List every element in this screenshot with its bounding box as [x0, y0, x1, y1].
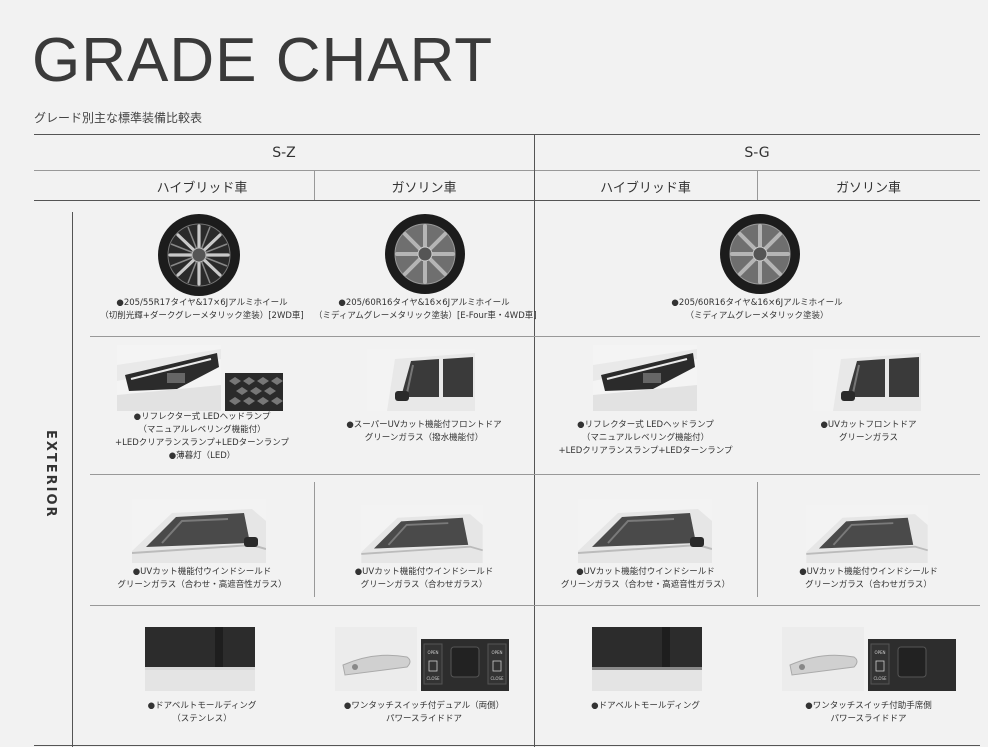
caption-door-sz-hybrid: ●ドアベルトモールディング （ステンレス） [147, 701, 257, 724]
header-divider [34, 170, 980, 171]
svg-text:CLOSE: CLOSE [873, 676, 887, 681]
headlamp-image [117, 345, 221, 411]
sg-hybrid-header: ハイブリッド車 [600, 181, 691, 196]
single-switch-panel-image: OPEN CLOSE [868, 639, 956, 691]
windshield-image [578, 499, 712, 563]
grade-divider [534, 134, 535, 747]
caption-light-sg-hybrid: ●リフレクター式 LEDヘッドランプ （マニュアルレベリング機能付） +LEDク… [558, 420, 733, 456]
svg-text:OPEN: OPEN [491, 650, 502, 655]
front-door-glass-image [367, 349, 475, 411]
section-side-rule [72, 212, 73, 747]
caption-light-sz-hybrid: ●リフレクター式 LEDヘッドランプ （マニュアルレベリング機能付） +LEDク… [115, 412, 289, 461]
page-subtitle: グレード別主な標準装備比較表 [34, 111, 203, 125]
caption-wheel-sg: ●205/60R16タイヤ&16×6Jアルミホイール （ミディアムグレーメタリッ… [671, 298, 843, 321]
windshield-image [806, 505, 928, 563]
table-bottom-border [34, 745, 980, 746]
svg-text:CLOSE: CLOSE [490, 676, 504, 681]
sg-gas-header: ガソリン車 [835, 181, 901, 196]
caption-wheel-sz-gas: ●205/60R16タイヤ&16×6Jアルミホイール （ミディアムグレーメタリッ… [314, 298, 537, 321]
row-divider [90, 336, 980, 337]
caption-light-sg-gas: ●UVカットフロントドア グリーンガラス [820, 420, 917, 443]
caption-door-sz-gas: ●ワンタッチスイッチ付デュアル（両側） パワースライドドア [343, 701, 505, 724]
row-divider [90, 605, 980, 606]
caption-windshield-sg-gas: ●UVカット機能付ウインドシールド グリーンガラス（合わせガラス） [799, 567, 938, 590]
col-divider [757, 482, 758, 597]
caption-door-sg-gas: ●ワンタッチスイッチ付助手席側 パワースライドドア [805, 701, 932, 724]
windshield-image [361, 505, 483, 563]
svg-text:CLOSE: CLOSE [426, 676, 440, 681]
wheel-16-image [720, 214, 800, 294]
belt-molding-image [592, 627, 702, 691]
caption-wheel-sz-hybrid: ●205/55R17タイヤ&17×6Jアルミホイール （切削光輝+ダークグレーメ… [100, 298, 304, 321]
grade-sz-header: S-Z [272, 145, 296, 161]
door-handle-image [782, 627, 864, 691]
caption-windshield-sg-hybrid: ●UVカット機能付ウインドシールド グリーンガラス（合わせ・高遮音性ガラス） [560, 567, 731, 590]
sg-sub-divider [757, 170, 758, 200]
table-top-border [34, 134, 980, 135]
belt-molding-image [145, 627, 255, 691]
windshield-image [132, 499, 266, 563]
svg-text:OPEN: OPEN [427, 650, 438, 655]
door-handle-image [335, 627, 417, 691]
wheel-16-image [385, 214, 465, 294]
caption-light-sz-gas: ●スーパーUVカット機能付フロントドア グリーンガラス（撥水機能付） [346, 420, 502, 443]
sz-gas-header: ガソリン車 [391, 181, 457, 196]
grade-sg-header: S-G [744, 145, 770, 161]
col-divider [314, 482, 315, 597]
row-divider [90, 474, 980, 475]
front-door-glass-image [813, 349, 921, 411]
grille-image [225, 373, 283, 411]
wheel-17-image [158, 214, 240, 296]
svg-text:OPEN: OPEN [874, 650, 885, 655]
caption-door-sg-hybrid: ●ドアベルトモールディング [591, 701, 700, 711]
page-title: GRADE CHART [32, 26, 494, 95]
headlamp-image [593, 345, 697, 411]
dual-switch-panel-image: OPEN CLOSE OPEN CLOSE [421, 639, 509, 691]
sz-hybrid-header: ハイブリッド車 [156, 181, 248, 196]
sz-sub-divider [314, 170, 315, 200]
section-label: EXTERIOR [43, 430, 58, 519]
caption-windshield-sz-gas: ●UVカット機能付ウインドシールド グリーンガラス（合わせガラス） [354, 567, 494, 590]
caption-windshield-sz-hybrid: ●UVカット機能付ウインドシールド グリーンガラス（合わせ・高遮音性ガラス） [117, 567, 287, 590]
header-bottom-border [34, 200, 980, 201]
